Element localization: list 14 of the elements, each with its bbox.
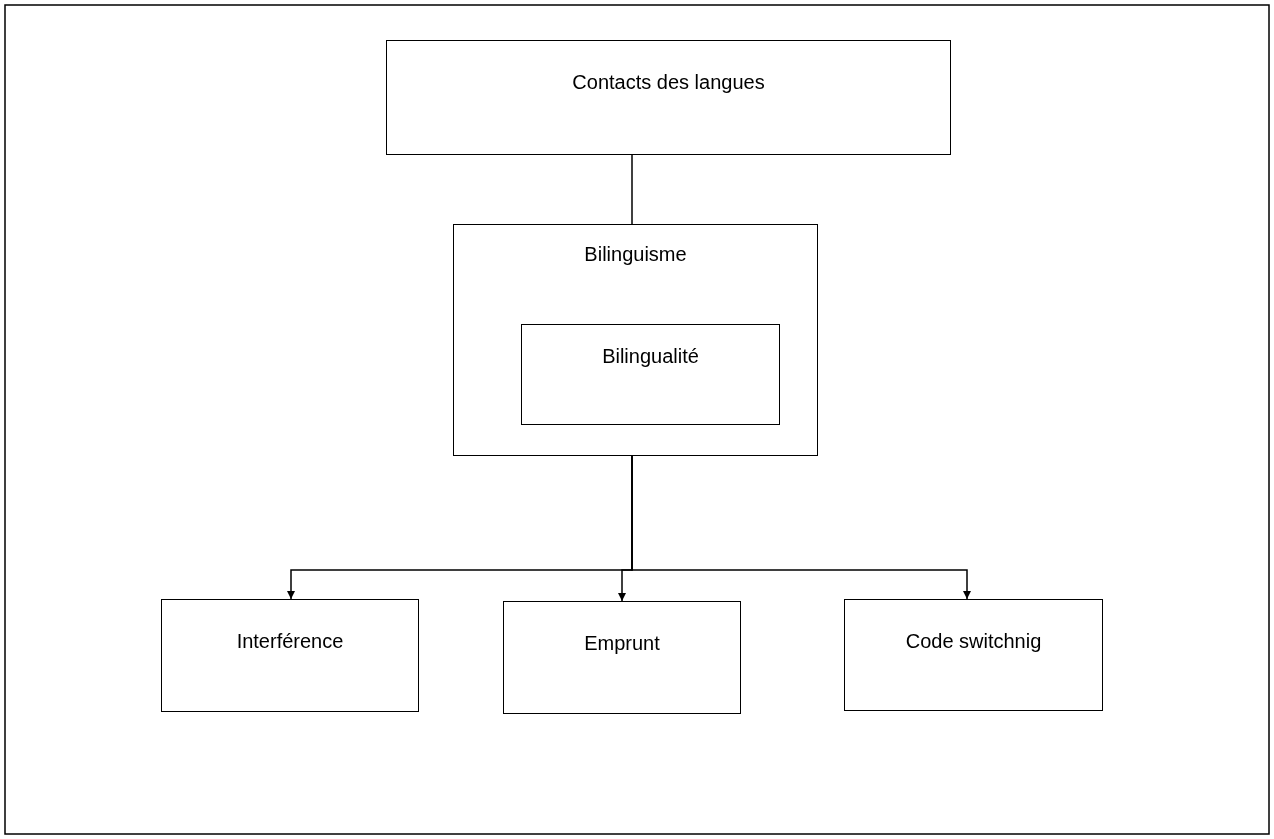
- concept-box: [521, 324, 780, 425]
- concept-box: [453, 224, 818, 456]
- concept-box: [844, 599, 1103, 711]
- concept-box: [386, 40, 951, 155]
- box-label: Emprunt: [583, 632, 661, 655]
- box-label: Code switchnig: [904, 630, 1043, 653]
- arrow: [631, 455, 971, 600]
- concept-box: [503, 601, 741, 714]
- box-label: Bilingualité: [601, 345, 700, 368]
- box-label: Bilinguisme: [583, 243, 688, 266]
- box-label: Interférence: [235, 630, 345, 653]
- connector-line: [631, 154, 633, 225]
- concept-box: [161, 599, 419, 712]
- box-label: Contacts des langues: [571, 71, 766, 94]
